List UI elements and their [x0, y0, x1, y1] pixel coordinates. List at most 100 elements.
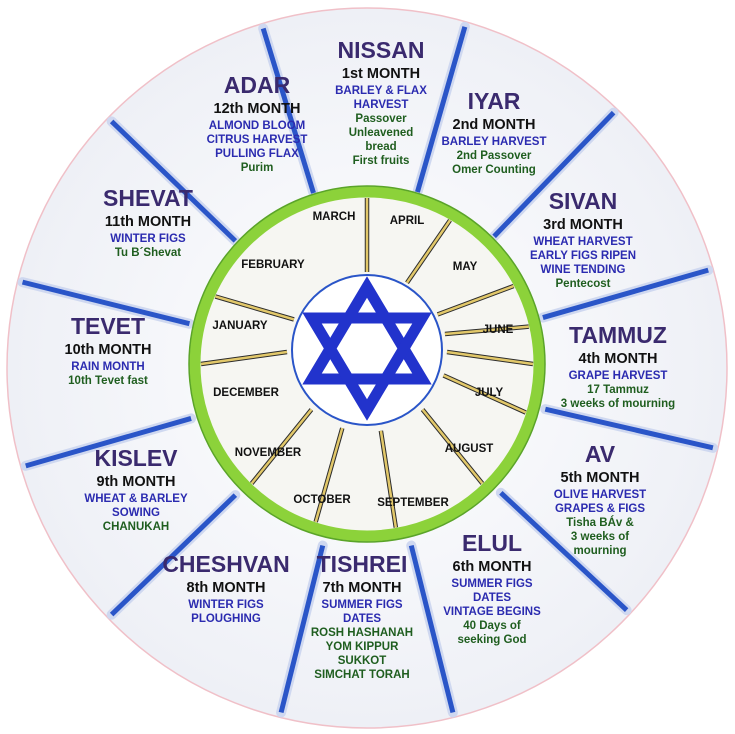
- month-feast: Pentecost: [556, 278, 611, 290]
- month-harvest: CITRUS HARVEST: [207, 134, 308, 146]
- spoke-line: [250, 408, 313, 485]
- gregorian-february: FEBRUARY: [241, 259, 305, 271]
- month-block-cheshvan: CHESHVAN 8th MONTH WINTER FIGS PLOUGHING: [162, 551, 289, 625]
- outer-divider-line: [109, 119, 238, 243]
- month-block-tishrei: TISHREI 7th MONTH SUMMER FIGS DATES ROSH HAS…: [311, 551, 413, 681]
- month-feast: 3 weeks of mourning: [561, 398, 675, 410]
- spoke-line: [444, 325, 529, 336]
- month-harvest: PLOUGHING: [191, 613, 261, 625]
- month-ordinal: 11th MONTH: [105, 214, 191, 230]
- month-ordinal: 1st MONTH: [342, 66, 420, 82]
- month-name: TAMMUZ: [569, 322, 667, 348]
- month-feast: ROSH HASHANAH: [311, 627, 413, 639]
- month-harvest: RAIN MONTH: [71, 361, 144, 373]
- outer-divider-line: [25, 416, 192, 469]
- outer-divider-line: [408, 544, 456, 714]
- month-name: ELUL: [462, 530, 522, 556]
- month-name: CHESHVAN: [162, 551, 289, 577]
- month-name: TEVET: [71, 313, 145, 339]
- outer-divider-line: [542, 267, 709, 320]
- month-ordinal: 12th MONTH: [214, 101, 301, 117]
- outer-divider-line: [21, 279, 191, 327]
- month-harvest: SUMMER FIGS: [321, 599, 402, 611]
- gregorian-june: JUNE: [483, 324, 514, 336]
- month-ordinal: 10th MONTH: [65, 342, 152, 358]
- outer-divider-line: [415, 26, 468, 193]
- month-ordinal: 6th MONTH: [453, 559, 532, 575]
- outer-divider-line: [109, 493, 238, 617]
- month-feast: 3 weeks of: [571, 531, 629, 543]
- month-harvest: WHEAT & BARLEY: [84, 493, 188, 505]
- month-ordinal: 2nd MONTH: [453, 117, 536, 133]
- month-harvest: WINTER FIGS: [188, 599, 264, 611]
- month-feast: Unleavened: [349, 127, 414, 139]
- spoke-line: [421, 408, 484, 485]
- outer-divider-line: [278, 544, 326, 714]
- month-feast: YOM KIPPUR: [326, 641, 400, 653]
- green-ring-edge: [188, 185, 546, 543]
- month-harvest: BARLEY & FLAX: [335, 85, 427, 97]
- month-feast: 17 Tammuz: [587, 384, 649, 396]
- star-of-david-icon: [302, 276, 432, 421]
- gregorian-january: JANUARY: [212, 320, 267, 332]
- month-ordinal: 3rd MONTH: [543, 217, 623, 233]
- month-feast: CHANUKAH: [103, 521, 169, 533]
- month-feast: Purim: [241, 162, 274, 174]
- month-feast: First fruits: [353, 155, 410, 167]
- month-ordinal: 4th MONTH: [579, 351, 658, 367]
- spoke-line: [446, 350, 534, 366]
- month-feast: Tisha BÁv &: [566, 516, 634, 529]
- month-feast: bread: [365, 141, 396, 153]
- spoke-line: [437, 284, 515, 316]
- gregorian-november: NOVEMBER: [235, 447, 302, 459]
- month-harvest: WHEAT HARVEST: [533, 236, 632, 248]
- month-harvest: GRAPES & FIGS: [555, 503, 645, 515]
- month-feast: seeking God: [457, 634, 526, 646]
- month-harvest: VINTAGE BEGINS: [443, 606, 541, 618]
- outer-divider-line: [492, 110, 616, 239]
- month-name: SHEVAT: [103, 185, 193, 211]
- month-block-adar: ADAR 12th MONTH ALMOND BLOOM CITRUS HARVEST…: [207, 72, 308, 174]
- month-feast: SIMCHAT TORAH: [314, 669, 409, 681]
- month-harvest: DATES: [473, 592, 511, 604]
- month-ordinal: 9th MONTH: [97, 474, 176, 490]
- spoke-line: [200, 350, 288, 366]
- spoke-line: [215, 295, 295, 321]
- month-harvest: HARVEST: [354, 99, 409, 111]
- month-harvest: WINE TENDING: [541, 264, 626, 276]
- month-block-shevat: SHEVAT 11th MONTH WINTER FIGS Tu B´Shevat: [103, 185, 193, 259]
- green-ring: [189, 186, 545, 542]
- gregorian-spokes: [200, 198, 534, 528]
- outer-divider-line: [260, 27, 316, 194]
- month-harvest: WINTER FIGS: [110, 233, 186, 245]
- gregorian-august: AUGUST: [445, 443, 494, 455]
- month-feast: Omer Counting: [452, 164, 536, 176]
- month-harvest: PULLING FLAX: [215, 148, 299, 160]
- month-ordinal: 8th MONTH: [187, 580, 266, 596]
- month-harvest: ALMOND BLOOM: [209, 120, 305, 132]
- spoke-line: [442, 374, 527, 414]
- month-name: ADAR: [224, 72, 291, 98]
- month-feast: Passover: [355, 113, 407, 125]
- month-name: TISHREI: [317, 551, 408, 577]
- month-name: IYAR: [468, 88, 521, 114]
- gregorian-april: APRIL: [390, 215, 425, 227]
- outer-divider-line: [499, 490, 629, 612]
- month-name: AV: [585, 441, 616, 467]
- month-ordinal: 7th MONTH: [323, 580, 402, 596]
- month-feast: Tu B´Shevat: [115, 247, 181, 259]
- month-harvest: SOWING: [112, 507, 160, 519]
- outer-dividers: [17, 21, 718, 718]
- star-triangle-up: [302, 276, 432, 385]
- month-harvest: DATES: [343, 613, 381, 625]
- gregorian-september: SEPTEMBER: [377, 497, 449, 509]
